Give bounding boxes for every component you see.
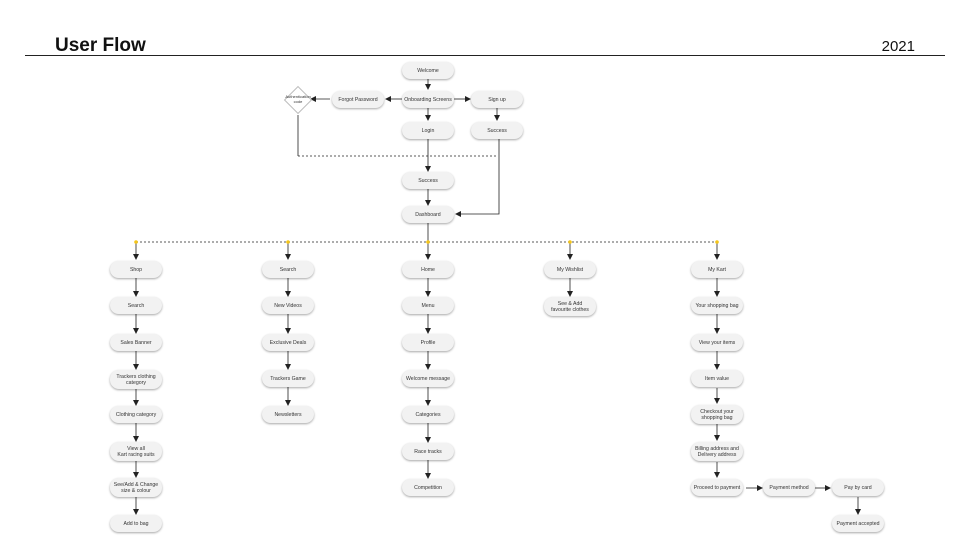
node-menu: Menu bbox=[402, 297, 454, 314]
node-welcome-message: Welcome message bbox=[402, 370, 454, 387]
node-see-add-change: See/Add & Change size & colour bbox=[110, 478, 162, 497]
junction-dot bbox=[426, 240, 430, 244]
junction-dot bbox=[134, 240, 138, 244]
node-proceed-payment: Proceed to payment bbox=[691, 479, 743, 496]
node-newsletters: Newsletters bbox=[262, 406, 314, 423]
node-clothing-category: Clothing category bbox=[110, 406, 162, 423]
node-search: Search bbox=[262, 261, 314, 278]
node-onboarding: Onboarding Screens bbox=[402, 91, 454, 108]
node-view-all: View all Kart racing suits bbox=[110, 442, 162, 461]
node-forgot-password: Forgot Password bbox=[332, 91, 384, 108]
page-title: User Flow bbox=[55, 35, 146, 56]
node-new-videos: New Videos bbox=[262, 297, 314, 314]
node-profile: Profile bbox=[402, 334, 454, 351]
node-pay-by-card: Pay by card bbox=[832, 479, 884, 496]
node-sales-banner: Sales Banner bbox=[110, 334, 162, 351]
node-competition: Competition bbox=[402, 479, 454, 496]
node-my-wishlist: My Wishlist bbox=[544, 261, 596, 278]
node-trackers-game: Trackers Game bbox=[262, 370, 314, 387]
node-view-items: View your items bbox=[691, 334, 743, 351]
node-exclusive-deals: Exclusive Deals bbox=[262, 334, 314, 351]
node-signup-success: Success bbox=[471, 122, 523, 139]
edge-signup-success-dashboard bbox=[455, 139, 500, 217]
node-see-add-favourite: See & Add favourite clothes bbox=[544, 297, 596, 316]
node-shopping-bag: Your shopping bag bbox=[691, 297, 743, 314]
node-welcome: Welcome bbox=[402, 62, 454, 79]
node-sign-up: Sign up bbox=[471, 91, 523, 108]
node-dashboard: Dashboard bbox=[402, 206, 454, 223]
node-payment-accepted: Payment accepted bbox=[832, 515, 884, 532]
node-add-to-bag: Add to bag bbox=[110, 515, 162, 532]
node-item-value: Item value bbox=[691, 370, 743, 387]
decision-label: Authentication code bbox=[285, 94, 311, 104]
node-checkout: Checkout your shopping bag bbox=[691, 405, 743, 424]
junction-dot bbox=[286, 240, 290, 244]
node-home: Home bbox=[402, 261, 454, 278]
node-billing-address: Billing address and Delivery address bbox=[691, 442, 743, 461]
node-login: Login bbox=[402, 122, 454, 139]
node-login-success: Success bbox=[402, 172, 454, 189]
junction-dot bbox=[715, 240, 719, 244]
node-trackers-clothing: Trackers clothing category bbox=[110, 370, 162, 389]
node-shop: Shop bbox=[110, 261, 162, 278]
junction-dot bbox=[568, 240, 572, 244]
header-divider bbox=[25, 55, 945, 56]
node-categories: Categories bbox=[402, 406, 454, 423]
decision-authentication-code: Authentication code bbox=[283, 85, 313, 115]
year-label: 2021 bbox=[881, 38, 915, 55]
node-race-tracks: Race tracks bbox=[402, 443, 454, 460]
node-shop-search: Search bbox=[110, 297, 162, 314]
node-my-kart: My Kart bbox=[691, 261, 743, 278]
node-payment-method: Payment method bbox=[763, 479, 815, 496]
